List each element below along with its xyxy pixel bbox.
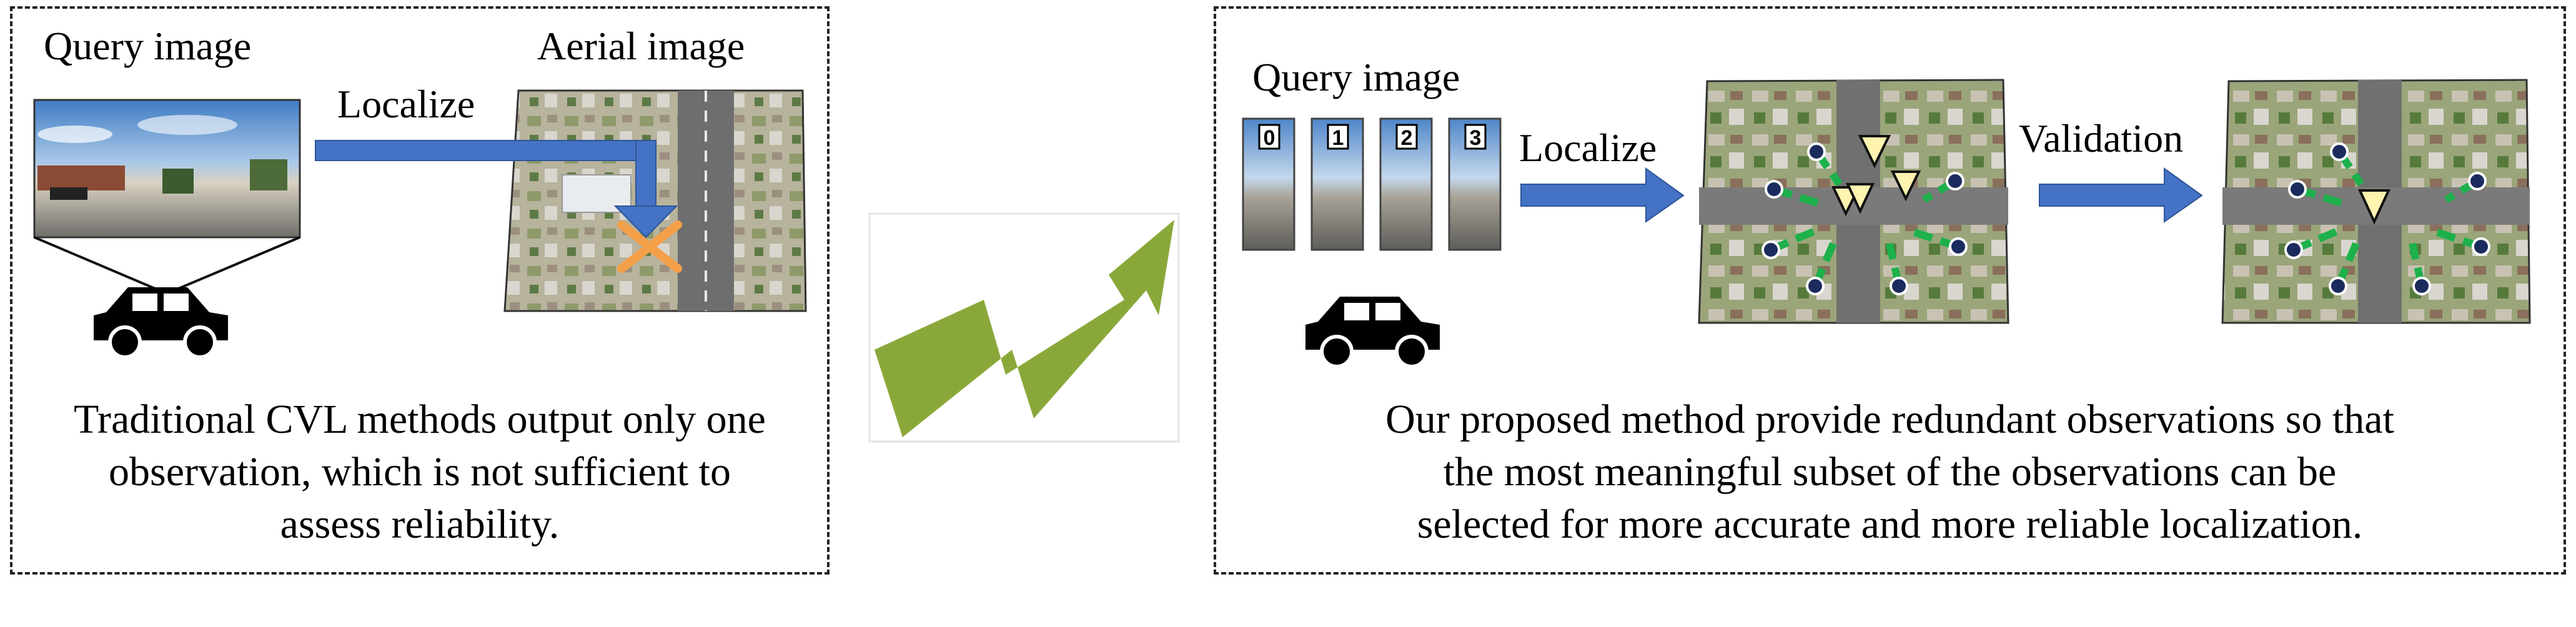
pano-index-0: 0 (1264, 126, 1276, 150)
left-query-label: Query image (44, 24, 252, 68)
left-caption-line-3: assess reliability. (280, 501, 560, 547)
left-caption-line-2: observation, which is not sufficient to (109, 449, 731, 495)
right-caption: Our proposed method provide redundant ob… (1217, 393, 2563, 551)
right-query-label: Query image (1252, 55, 1460, 99)
candidates-aerial-image (1698, 79, 2009, 324)
left-car-icon (94, 287, 228, 359)
right-localize-label: Localize (1519, 126, 1657, 170)
right-validation-label: Validation (2019, 116, 2184, 160)
right-caption-line-3: selected for more accurate and more reli… (1417, 501, 2363, 547)
left-localize-label: Localize (337, 82, 475, 126)
right-caption-line-1: Our proposed method provide redundant ob… (1385, 397, 2394, 442)
left-panel (10, 6, 830, 575)
validated-points (2284, 142, 2490, 295)
center-improvement-arrow (868, 212, 1180, 443)
left-aerial-label: Aerial image (537, 24, 745, 68)
validated-pose-triangle (2357, 189, 2391, 225)
pano-strip-3 (1448, 117, 1502, 251)
left-caption: Traditional CVL methods output only one … (12, 393, 827, 551)
pano-strip-1 (1310, 117, 1364, 251)
pano-index-1: 1 (1332, 126, 1344, 150)
candidate-pose-triangles (1831, 135, 1921, 217)
pano-strip-2 (1379, 117, 1433, 251)
right-localize-arrow (1520, 167, 1685, 223)
pano-index-2: 2 (1401, 126, 1413, 150)
left-caption-line-1: Traditional CVL methods output only one (74, 397, 766, 442)
left-cross-mark (617, 220, 682, 273)
right-car-icon (1305, 297, 1440, 368)
right-caption-line-2: the most meaningful subset of the observ… (1443, 449, 2337, 495)
candidate-points (1761, 142, 1968, 295)
left-panorama-image (33, 99, 301, 239)
validation-arrow (2039, 167, 2203, 223)
pano-index-3: 3 (1470, 126, 1482, 150)
right-panel (1214, 6, 2566, 575)
left-localize-arrow (315, 140, 678, 239)
pano-strip-0 (1242, 117, 1295, 251)
